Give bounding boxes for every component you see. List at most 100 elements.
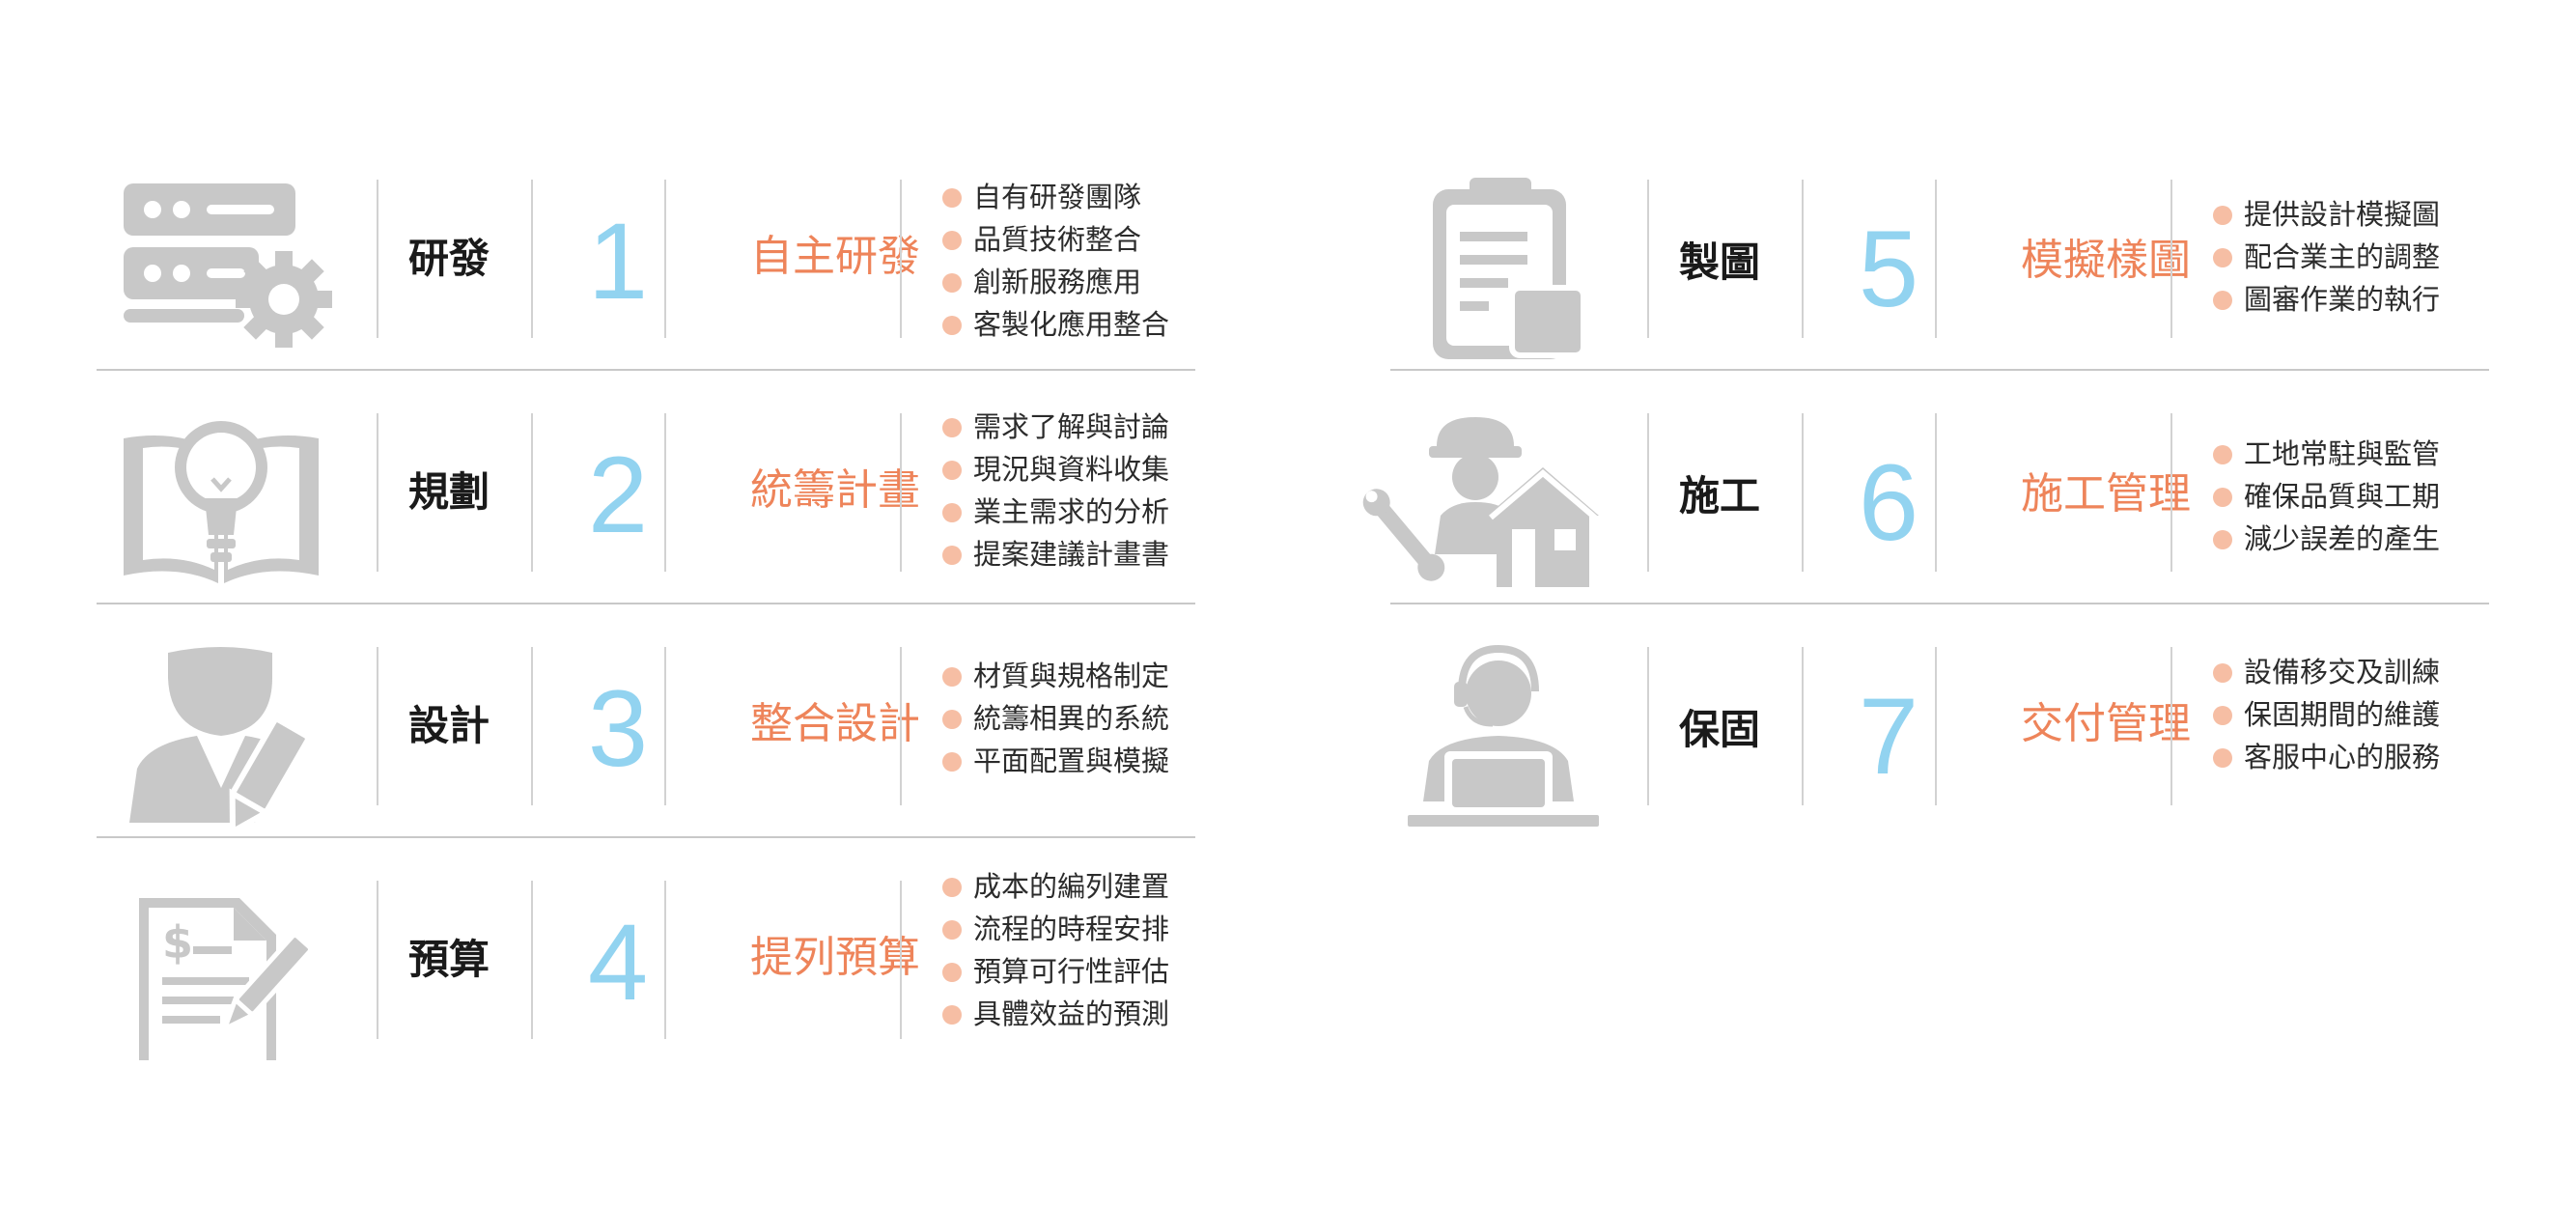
list-item: 平面配置與模擬	[938, 740, 1199, 782]
bullet-dot	[942, 273, 962, 293]
support-agent-icon	[1404, 643, 1626, 827]
bullet-list: 工地常駐與監管 確保品質與工期 減少誤差的產生	[2209, 433, 2470, 560]
bullet-dot	[942, 920, 962, 940]
list-item: 預算可行性評估	[938, 950, 1199, 993]
list-item: 提供設計模擬圖	[2209, 193, 2470, 236]
step-number: 4	[587, 902, 649, 1023]
step-1: 研發 1 自主研發 自有研發團隊 品質技術整合 創新服務應用 客製化應用整合	[97, 135, 1195, 371]
step-title: 預算	[407, 936, 490, 983]
divider	[377, 413, 378, 572]
step-title: 設計	[407, 702, 490, 749]
divider	[1802, 413, 1804, 572]
list-item: 材質與規格制定	[938, 655, 1199, 697]
bullet-dot	[942, 316, 962, 335]
step-6: 施工 6 施工管理 工地常駐與監管 確保品質與工期 減少誤差的產生	[1362, 369, 2489, 604]
step-number: 6	[1858, 442, 1919, 563]
step-number: 1	[587, 201, 649, 322]
divider	[1647, 180, 1649, 338]
divider	[1935, 180, 1937, 338]
bullet-dot	[2213, 291, 2232, 310]
list-item: 確保品質與工期	[2209, 475, 2470, 518]
bullet-dot	[942, 188, 962, 208]
bullet-dot	[2213, 663, 2232, 683]
step-number: 5	[1858, 209, 1919, 329]
bullet-dot	[2213, 488, 2232, 507]
divider	[1935, 647, 1937, 805]
bullet-dot	[2213, 748, 2232, 768]
bullet-list: 需求了解與討論 現況與資料收集 業主需求的分析 提案建議計畫書	[938, 406, 1199, 576]
bullet-dot	[942, 667, 962, 687]
step-title: 保固	[1678, 706, 1760, 753]
list-item: 成本的編列建置	[938, 865, 1199, 908]
bullet-dot	[2213, 206, 2232, 225]
list-item: 客服中心的服務	[2209, 736, 2470, 778]
list-item: 自有研發團隊	[938, 176, 1199, 218]
list-item: 減少誤差的產生	[2209, 518, 2470, 560]
bullet-dot	[942, 546, 962, 565]
bullet-dot	[942, 1005, 962, 1025]
divider	[1647, 413, 1649, 572]
step-3: 設計 3 整合設計 材質與規格制定 統籌相異的系統 平面配置與模擬	[97, 603, 1195, 838]
clipboard-icon	[1404, 176, 1626, 359]
server-gear-icon	[110, 176, 332, 359]
step-subtitle: 統籌計畫	[750, 465, 920, 515]
lightbulb-book-icon	[110, 409, 332, 593]
bullet-dot	[2213, 706, 2232, 725]
step-4: $ 預算 4 提列預算 成本的編列建置 流程的	[97, 836, 1195, 1070]
bullet-list: 設備移交及訓練 保固期間的維護 客服中心的服務	[2209, 651, 2470, 778]
divider	[1802, 647, 1804, 805]
divider	[2170, 413, 2172, 572]
list-item: 現況與資料收集	[938, 448, 1199, 491]
divider	[2170, 647, 2172, 805]
divider	[664, 647, 666, 805]
budget-document-icon: $	[110, 877, 332, 1060]
step-subtitle: 交付管理	[2021, 699, 2191, 748]
divider	[531, 647, 533, 805]
step-2: 規劃 2 統籌計畫 需求了解與討論 現況與資料收集 業主需求的分析 提案建議計畫…	[97, 369, 1195, 604]
bullet-dot	[942, 878, 962, 897]
list-item: 客製化應用整合	[938, 303, 1199, 346]
step-title: 製圖	[1678, 239, 1760, 286]
divider	[531, 413, 533, 572]
bullet-dot	[2213, 445, 2232, 464]
step-subtitle: 整合設計	[750, 699, 920, 748]
divider	[377, 647, 378, 805]
bullet-list: 成本的編列建置 流程的時程安排 預算可行性評估 具體效益的預測	[938, 865, 1199, 1035]
bullet-dot	[942, 710, 962, 729]
bullet-dot	[2213, 530, 2232, 549]
bullet-dot	[942, 418, 962, 437]
divider	[531, 180, 533, 338]
bullet-dot	[942, 503, 962, 522]
list-item: 保固期間的維護	[2209, 693, 2470, 736]
divider	[1935, 413, 1937, 572]
list-item: 品質技術整合	[938, 218, 1199, 261]
worker-house-icon	[1361, 409, 1603, 593]
divider	[1802, 180, 1804, 338]
list-item: 流程的時程安排	[938, 908, 1199, 950]
step-number: 7	[1858, 676, 1919, 797]
list-item: 需求了解與討論	[938, 406, 1199, 448]
list-item: 設備移交及訓練	[2209, 651, 2470, 693]
step-subtitle: 自主研發	[750, 232, 920, 281]
bullet-list: 自有研發團隊 品質技術整合 創新服務應用 客製化應用整合	[938, 176, 1199, 346]
list-item: 創新服務應用	[938, 261, 1199, 303]
bullet-list: 材質與規格制定 統籌相異的系統 平面配置與模擬	[938, 655, 1199, 782]
divider	[900, 413, 902, 572]
list-item: 提案建議計畫書	[938, 533, 1199, 576]
divider	[1647, 647, 1649, 805]
divider	[377, 180, 378, 338]
step-subtitle: 模擬樣圖	[2021, 236, 2191, 285]
step-number: 2	[587, 435, 649, 555]
svg-text:$: $	[162, 916, 193, 969]
bullet-dot	[942, 231, 962, 250]
designer-pencil-icon	[110, 643, 332, 827]
step-title: 施工	[1678, 472, 1760, 520]
divider	[664, 881, 666, 1039]
divider	[377, 881, 378, 1039]
divider	[900, 647, 902, 805]
list-item: 工地常駐與監管	[2209, 433, 2470, 475]
divider	[664, 413, 666, 572]
step-title: 研發	[407, 235, 490, 282]
bullet-dot	[942, 461, 962, 480]
